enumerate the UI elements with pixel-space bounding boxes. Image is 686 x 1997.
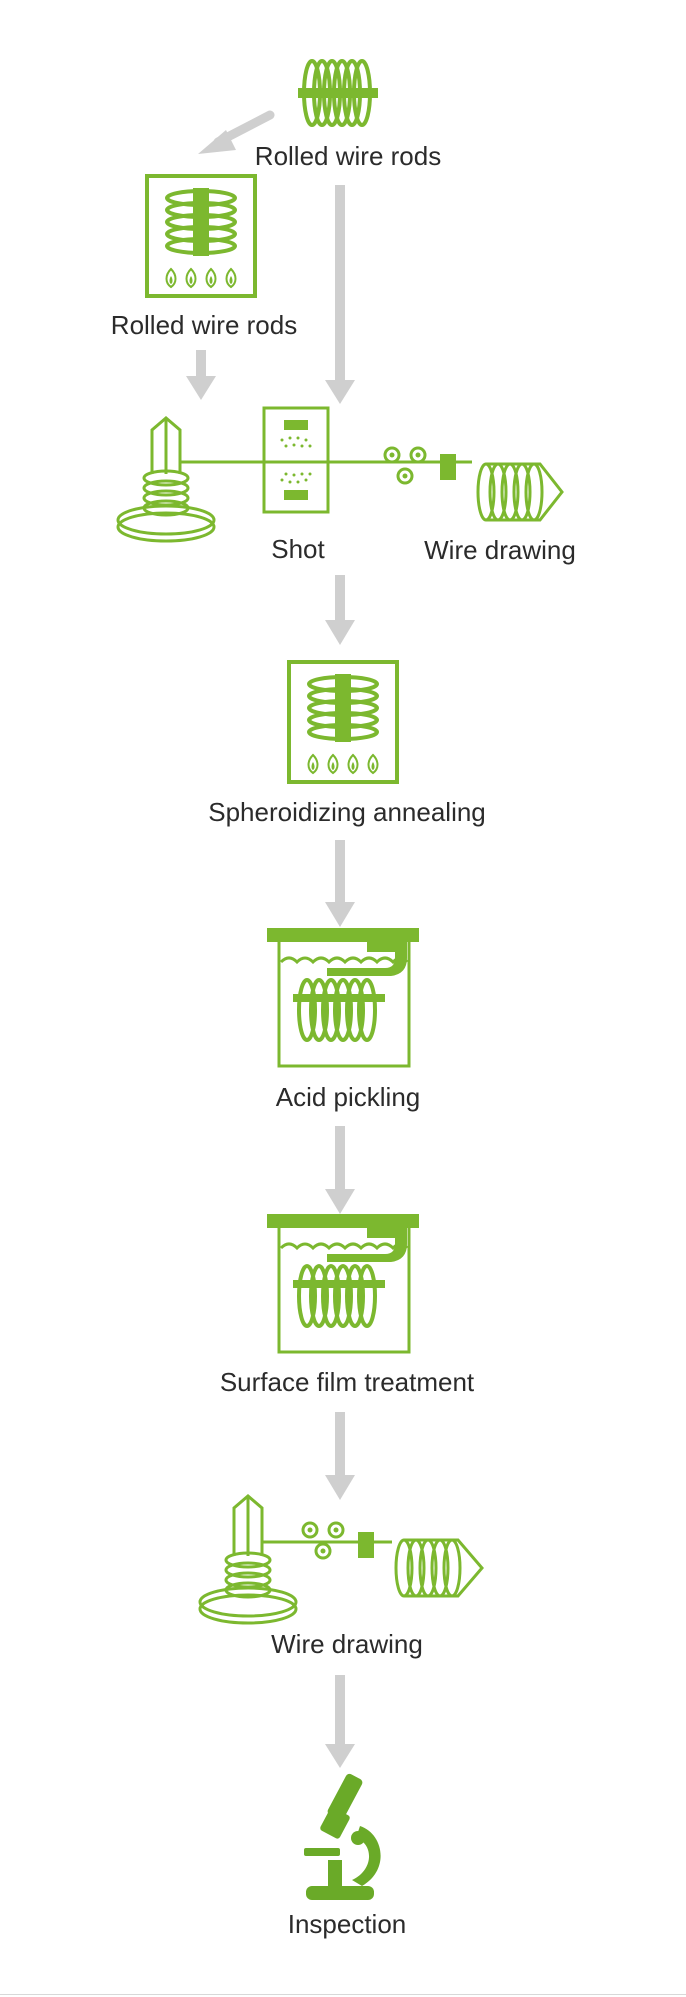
wire-drawing-machine-icon-2 [198, 1494, 484, 1625]
shot-blasting-icon [262, 406, 330, 514]
step-label: Spheroidizing annealing [208, 797, 486, 827]
microscope-icon [304, 1773, 381, 1900]
step-label: Wire drawing [271, 1629, 423, 1659]
arrow-down-2 [325, 575, 355, 645]
arrow-down-6 [325, 1675, 355, 1768]
step-label: Inspection [287, 1909, 407, 1939]
arrow-down-5 [325, 1412, 355, 1500]
step-label: Shot [271, 534, 325, 564]
wire-coil-icon [298, 59, 378, 127]
arrow-down-3 [325, 840, 355, 927]
step-label: Wire drawing [424, 535, 576, 565]
annealing-furnace-icon [145, 174, 257, 298]
arrow-main-down-1 [325, 185, 355, 404]
arrow-down-4 [325, 1126, 355, 1214]
step-label: Surface film treatment [219, 1367, 475, 1397]
pickling-tank-icon [267, 928, 419, 1068]
annealing-furnace-icon-2 [287, 660, 399, 784]
pickling-tank-icon-2 [267, 1214, 419, 1354]
bottom-divider [0, 1994, 686, 1995]
step-label: Rolled wire rods [254, 141, 442, 171]
wire-drawing-machine-icon [116, 416, 564, 543]
arrow-side-down [186, 350, 216, 400]
step-label: Acid pickling [275, 1082, 421, 1112]
step-label: Rolled wire rods [110, 310, 298, 340]
arrow-to-furnace [198, 110, 275, 154]
